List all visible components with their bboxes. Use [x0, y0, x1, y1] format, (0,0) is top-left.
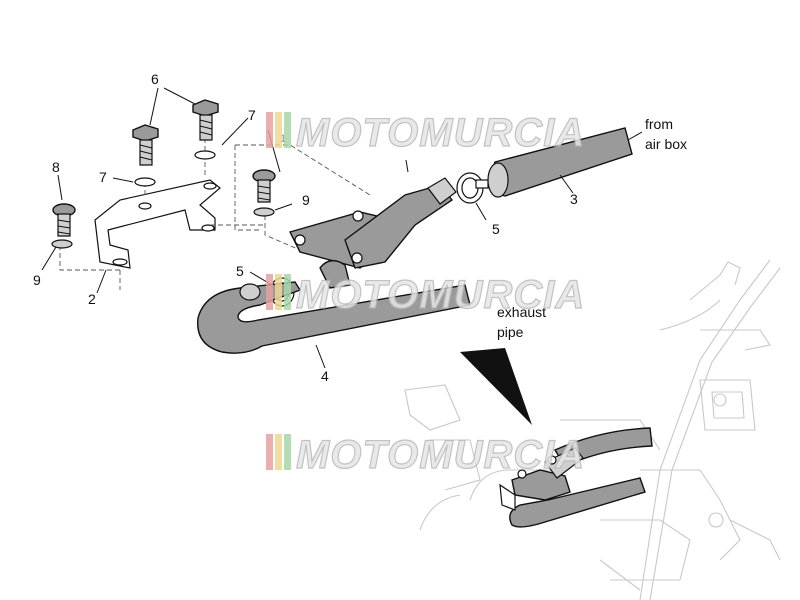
callout-4: 4: [321, 368, 329, 384]
bolt-8b: [252, 169, 276, 203]
motorcycle-frame: [404, 259, 781, 600]
callout-6: 6: [151, 71, 159, 87]
svg-text:MOTOMURCIA: MOTOMURCIA: [296, 111, 585, 155]
callout-7-upper: 7: [248, 107, 256, 123]
callout-7-left: 7: [99, 169, 107, 185]
detail-pointer-arrow: [460, 348, 532, 425]
exhaust-hose: [197, 281, 471, 354]
hose-clamp-upper: [456, 172, 489, 204]
svg-text:MOTOMURCIA: MOTOMURCIA: [296, 433, 585, 477]
valve-body-part: [288, 177, 457, 289]
callout-5-lower: 5: [236, 263, 244, 279]
air-box-hose: [487, 127, 633, 198]
from-air-box-label-line2: air box: [645, 136, 687, 152]
washer-7b: [134, 177, 156, 187]
installed-assembly-view: [499, 427, 653, 528]
exhaust-pipe-label-line2: pipe: [497, 324, 524, 340]
callout-1: 1: [280, 133, 286, 145]
washer-9a: [51, 239, 73, 249]
bolt-6a: [192, 99, 219, 141]
from-air-box-label-line1: from: [645, 116, 673, 132]
bracket-part: [94, 179, 221, 269]
callout-3: 3: [570, 191, 578, 207]
washer-7a: [194, 150, 216, 160]
washer-9b: [253, 207, 275, 217]
bolt-6b: [132, 124, 159, 166]
watermark-bottom: MOTOMURCIA: [266, 432, 585, 478]
bolt-8a: [52, 203, 76, 237]
exhaust-pipe-label-line1: exhaust: [497, 304, 546, 320]
callout-5-upper: 5: [492, 221, 500, 237]
watermark-top: MOTOMURCIA: [266, 110, 585, 156]
callout-8: 8: [52, 159, 60, 175]
callout-9-left: 9: [33, 272, 41, 288]
callout-2: 2: [88, 291, 96, 307]
svg-text:MOTOMURCIA: MOTOMURCIA: [296, 273, 585, 317]
callout-9-right: 9: [302, 192, 310, 208]
watermark-middle: MOTOMURCIA: [266, 272, 585, 318]
